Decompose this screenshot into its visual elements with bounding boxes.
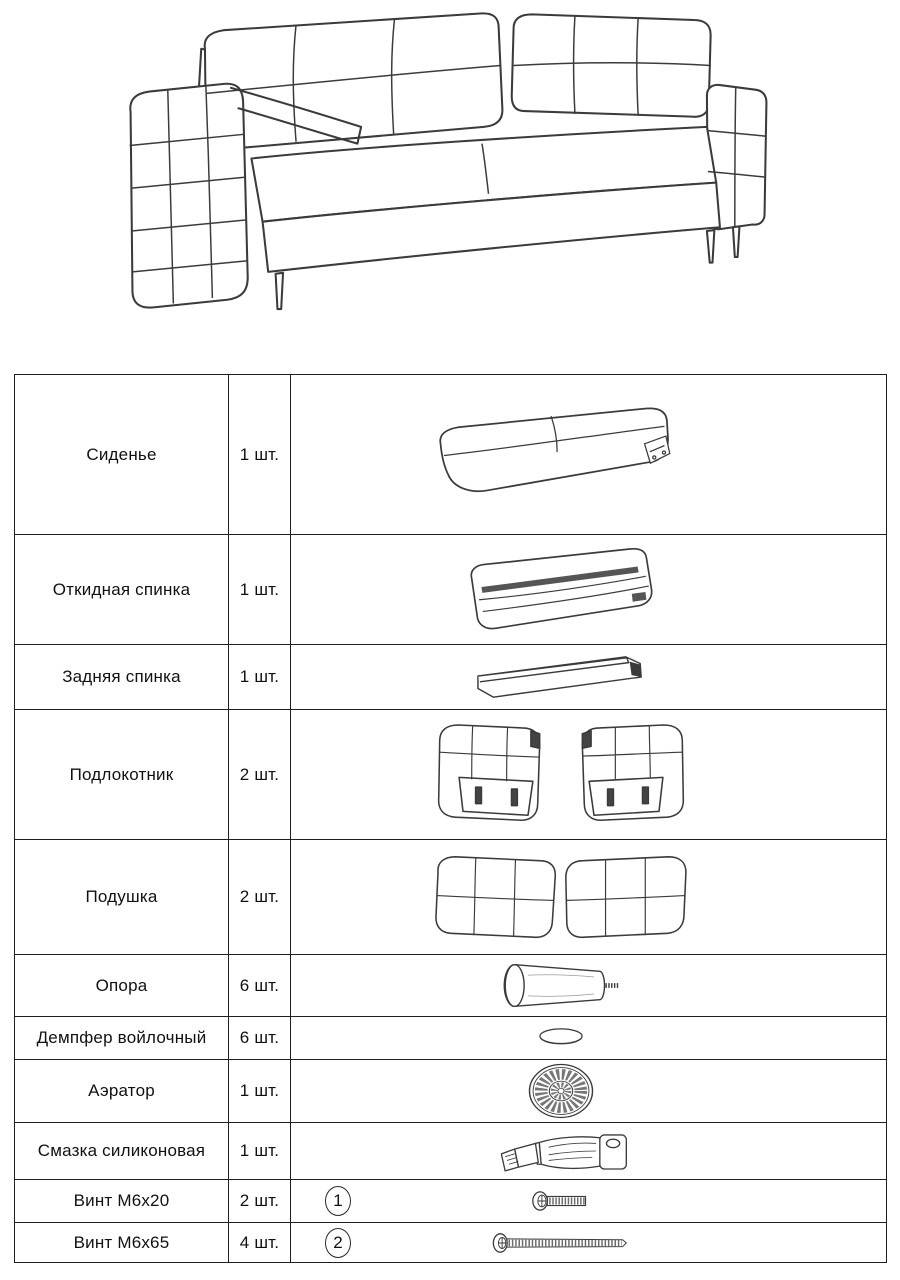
table-row: Аэратор 1 шт. [14, 1059, 887, 1123]
part-name: Демпфер войлочный [14, 1016, 229, 1060]
table-row: Демпфер войлочный 6 шт. [14, 1016, 887, 1060]
part-image-cell [290, 839, 887, 955]
table-row: Откидная спинка 1 шт. [14, 534, 887, 645]
part-name: Подушка [14, 839, 229, 955]
screw-m6x65-drawing-icon [492, 1232, 627, 1253]
part-name: Винт М6х20 [14, 1179, 229, 1223]
cushion-drawing-icon [434, 856, 687, 939]
part-qty: 1 шт. [228, 1059, 291, 1123]
silicone-grease-drawing-icon [500, 1134, 627, 1172]
table-row: Винт М6х20 2 шт. 1 [14, 1179, 887, 1223]
parts-table: Сиденье 1 шт. Откидная спинка 1 шт. [14, 374, 887, 1263]
table-row: Задняя спинка 1 шт. [14, 644, 887, 710]
rear-backrest-drawing-icon [476, 656, 642, 698]
part-qty: 1 шт. [228, 534, 291, 645]
table-row: Смазка силиконовая 1 шт. [14, 1122, 887, 1180]
part-name: Задняя спинка [14, 644, 229, 710]
part-name: Аэратор [14, 1059, 229, 1123]
part-image-cell [290, 1059, 887, 1123]
part-qty: 6 шт. [228, 1016, 291, 1060]
part-qty: 6 шт. [228, 954, 291, 1017]
armrest-drawing-icon [437, 724, 684, 821]
leg-drawing-icon [503, 963, 620, 1007]
part-qty: 1 шт. [228, 374, 291, 535]
seat-drawing-icon [438, 407, 671, 493]
part-number-badge: 2 [325, 1227, 351, 1258]
part-name: Смазка силиконовая [14, 1122, 229, 1180]
part-image-cell [290, 534, 887, 645]
part-image-cell [290, 1122, 887, 1180]
part-name: Винт М6х65 [14, 1222, 229, 1263]
part-name: Сиденье [14, 374, 229, 535]
part-qty: 1 шт. [228, 644, 291, 710]
aerator-drawing-icon [528, 1063, 593, 1119]
felt-damper-drawing-icon [538, 1028, 583, 1045]
folding-backrest-drawing-icon [470, 547, 653, 630]
part-image-cell: 1 [290, 1179, 887, 1223]
sofa-drawing-icon [129, 12, 768, 311]
part-number-badge: 1 [325, 1186, 351, 1216]
part-image-cell [290, 1016, 887, 1060]
part-qty: 2 шт. [228, 709, 291, 840]
part-image-cell [290, 644, 887, 710]
screw-m6x20-drawing-icon [531, 1191, 586, 1211]
part-image-cell [290, 954, 887, 1017]
part-qty: 2 шт. [228, 1179, 291, 1223]
part-name: Откидная спинка [14, 534, 229, 645]
table-row: Винт М6х65 4 шт. 2 [14, 1222, 887, 1263]
sofa-illustration [0, 0, 900, 374]
table-row: Сиденье 1 шт. [14, 374, 887, 535]
part-image-cell [290, 374, 887, 535]
part-image-cell: 2 [290, 1222, 887, 1263]
part-name: Опора [14, 954, 229, 1017]
table-row: Подлокотник 2 шт. [14, 709, 887, 840]
part-image-cell [290, 709, 887, 840]
part-qty: 1 шт. [228, 1122, 291, 1180]
part-qty: 2 шт. [228, 839, 291, 955]
table-row: Опора 6 шт. [14, 954, 887, 1017]
part-qty: 4 шт. [228, 1222, 291, 1263]
part-name: Подлокотник [14, 709, 229, 840]
table-row: Подушка 2 шт. [14, 839, 887, 955]
